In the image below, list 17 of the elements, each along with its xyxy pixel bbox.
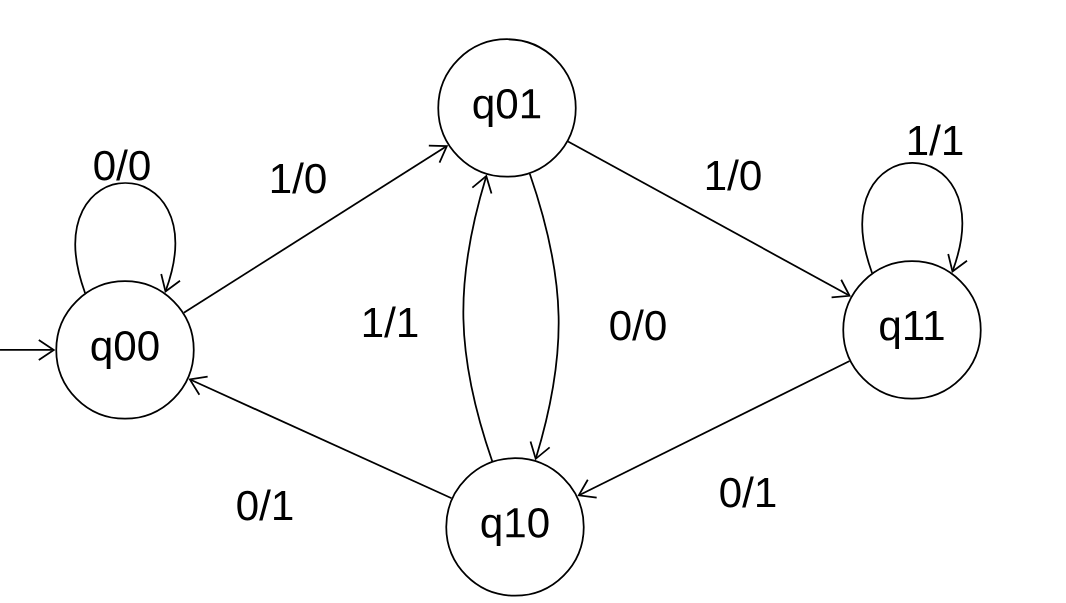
edge-label: 0/1: [716, 474, 780, 510]
edge-label: 0/1: [233, 487, 297, 523]
self-loop-arrow: [862, 162, 968, 274]
edge-label: 1/1: [358, 304, 422, 340]
edge-label: 0/0: [606, 307, 670, 343]
transition-arrow: [577, 360, 851, 499]
transition-arrow: [528, 172, 560, 461]
start-arrow: [0, 339, 56, 361]
edge-label: 1/1: [903, 122, 967, 158]
edge-label: 1/0: [701, 157, 765, 193]
transition-arrow: [188, 375, 453, 500]
transition-arrow: [182, 144, 449, 314]
transition-arrow: [567, 140, 851, 299]
self-loop-arrow: [75, 182, 181, 294]
edge-label: 1/0: [266, 160, 330, 196]
transition-arrow: [462, 174, 494, 463]
edge-label: 0/0: [90, 147, 154, 183]
